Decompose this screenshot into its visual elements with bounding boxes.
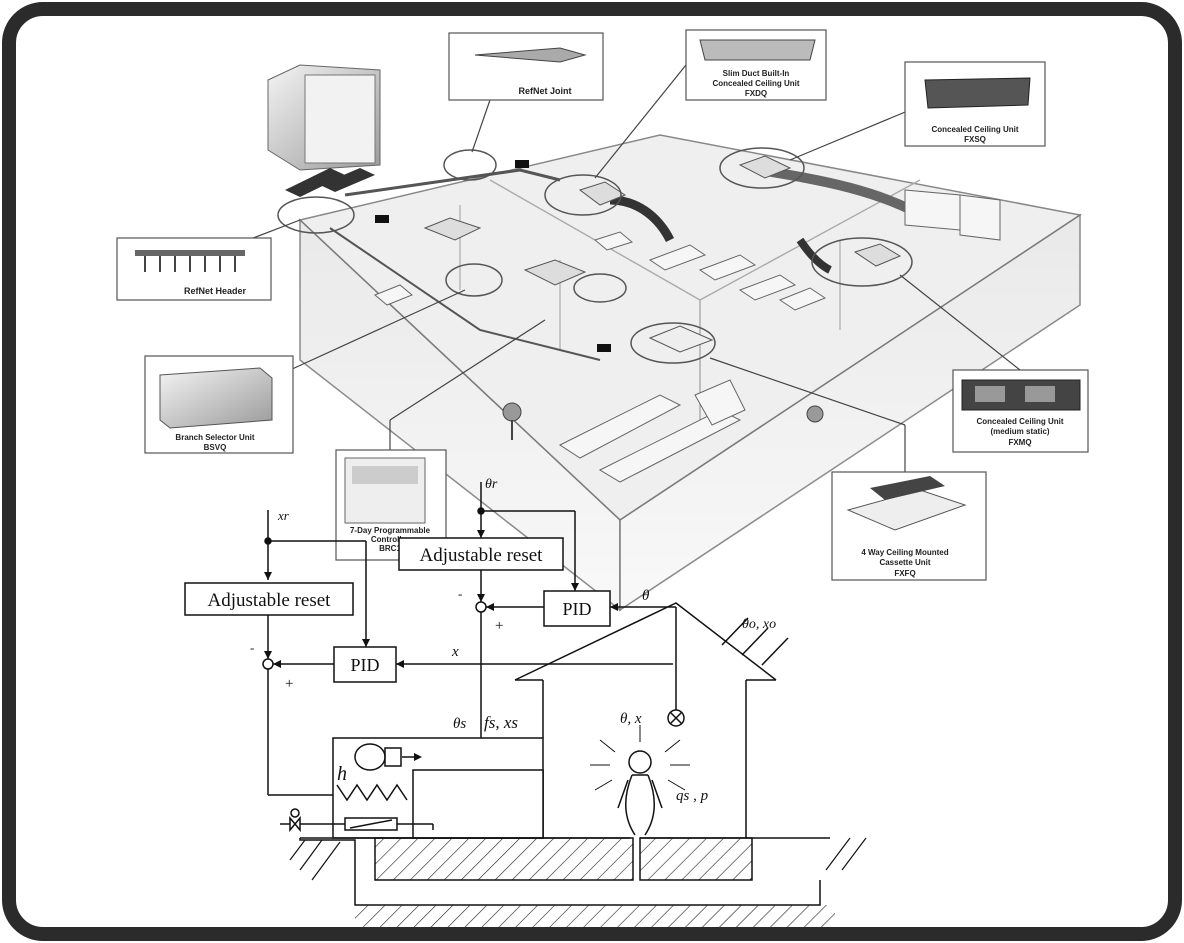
fxdq-line3: FXDQ bbox=[745, 89, 767, 98]
building-illustration bbox=[267, 64, 1082, 612]
symbol-fs-xs: fs, xs bbox=[484, 713, 518, 732]
pid-box-lower: PID bbox=[333, 646, 397, 683]
fxmq-line3: FXMQ bbox=[1008, 438, 1031, 447]
callout-refnet-joint: RefNet Joint bbox=[448, 32, 604, 101]
symbol-plus-b: + bbox=[285, 676, 293, 692]
symbol-theta: θ bbox=[642, 588, 650, 604]
fxdq-line2: Concealed Ceiling Unit bbox=[712, 79, 799, 88]
fxdq-line1: Slim Duct Built-In bbox=[723, 69, 790, 78]
symbol-theta-s: θs bbox=[453, 716, 466, 732]
fxmq-line1: Concealed Ceiling Unit bbox=[976, 417, 1063, 426]
reset-left-label: Adjustable reset bbox=[208, 590, 332, 611]
symbol-minus-a: - bbox=[458, 586, 462, 601]
controller-line1: 7-Day Programmable bbox=[350, 526, 431, 535]
refnet-header-label: RefNet Header bbox=[184, 286, 247, 296]
fxfq-line2: Cassette Unit bbox=[879, 558, 930, 567]
fxfq-line3: FXFQ bbox=[894, 569, 915, 578]
refnet-joint-label: RefNet Joint bbox=[518, 86, 571, 96]
right-wall bbox=[619, 213, 1081, 612]
symbol-theta-r: θr bbox=[485, 477, 498, 492]
outdoor-unit bbox=[267, 64, 381, 197]
callout-refnet-header: RefNet Header bbox=[116, 237, 272, 301]
callout-fxfq: 4 Way Ceiling Mounted Cassette Unit FXFQ bbox=[831, 471, 987, 581]
pid-upper-label: PID bbox=[562, 599, 591, 619]
symbol-theta-o: θo, xo bbox=[742, 617, 776, 632]
bsvq-line1: Branch Selector Unit bbox=[175, 433, 254, 442]
bsvq-line2: BSVQ bbox=[204, 443, 227, 452]
callout-fxdq: Slim Duct Built-In Concealed Ceiling Uni… bbox=[685, 29, 827, 101]
fxsq-line2: FXSQ bbox=[964, 135, 986, 144]
reset-upper-label: Adjustable reset bbox=[420, 545, 544, 566]
symbol-h: h bbox=[337, 763, 347, 785]
pid-lower-label: PID bbox=[350, 655, 379, 675]
symbol-x: x bbox=[451, 644, 459, 660]
callout-bsvq: Branch Selector Unit BSVQ bbox=[144, 355, 294, 454]
symbol-x-r: xr bbox=[277, 508, 290, 523]
pid-box-upper: PID bbox=[543, 590, 611, 627]
fxmq-line2: (medium static) bbox=[990, 427, 1049, 436]
callout-leaders bbox=[234, 59, 1021, 472]
control-diagram bbox=[262, 482, 867, 927]
controller-line3: BRC1 bbox=[379, 544, 401, 553]
office-furniture bbox=[374, 189, 1001, 483]
callout-fxsq: Concealed Ceiling Unit FXSQ bbox=[904, 61, 1046, 147]
reset-box-left: Adjustable reset bbox=[184, 582, 354, 616]
symbol-qs-p: qs , p bbox=[676, 788, 709, 804]
controller-line2: Controller bbox=[371, 535, 409, 544]
callout-fxmq: Concealed Ceiling Unit (medium static) F… bbox=[952, 369, 1089, 453]
reset-box-upper: Adjustable reset bbox=[398, 537, 564, 571]
symbol-theta-x-room: θ, x bbox=[620, 711, 642, 727]
fxsq-line1: Concealed Ceiling Unit bbox=[931, 125, 1018, 134]
symbol-plus-a: + bbox=[495, 618, 503, 634]
symbol-minus-b: - bbox=[250, 640, 254, 655]
fxfq-line1: 4 Way Ceiling Mounted bbox=[861, 548, 948, 557]
